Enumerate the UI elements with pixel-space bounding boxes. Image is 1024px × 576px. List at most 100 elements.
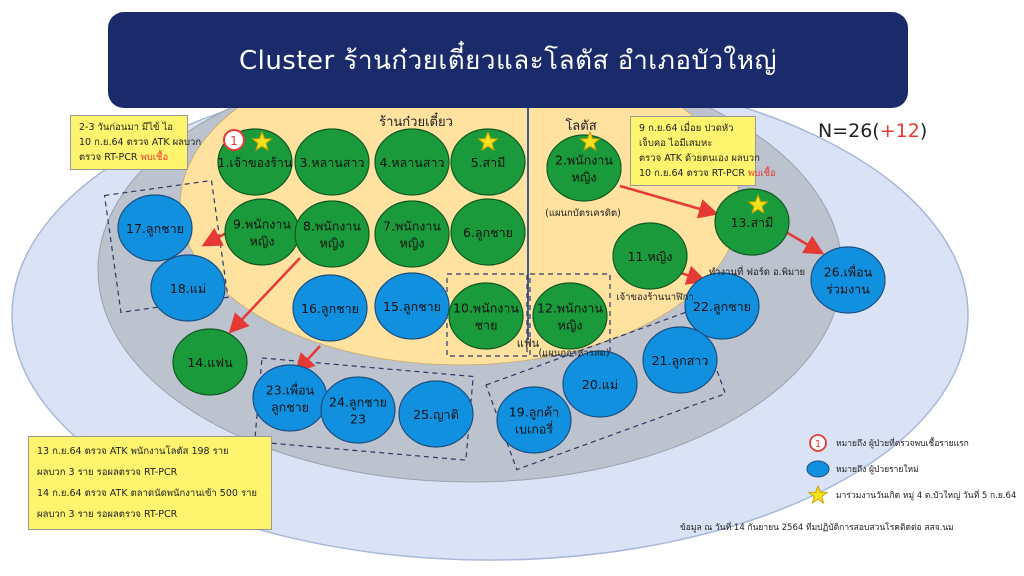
arrow-13-to-26	[785, 230, 825, 255]
note-line: 9 ก.ย.64 เมื่อย ปวดหัว	[639, 123, 734, 134]
case-node-circle	[374, 272, 450, 340]
group-12	[529, 273, 611, 357]
source-note: ข้อมูล ณ วันที่ 14 กันยายน 2564 ทีมปฏิบั…	[680, 523, 954, 533]
case-node-label: 2.พนักงาน	[555, 153, 613, 168]
case-node-circle	[642, 326, 718, 394]
case-node-label: 5.สามี	[471, 155, 506, 170]
case-node-label: 15.ลูกชาย	[383, 299, 441, 315]
note-top-left: 2-3 วันก่อนมา มีไข้ ไอ 10 ก.ย.64 ตรวจ AT…	[70, 115, 202, 170]
note-line: ผลบวก 3 ราย รอผลตรวจ RT-PCR	[37, 467, 178, 478]
note-line: 10 ก.ย.64 ตรวจ RT-PCR พบเชื้อ	[639, 168, 776, 179]
case-node-label: 23.เพื่อน	[266, 382, 315, 398]
case-node-label: 7.พนักงาน	[383, 219, 441, 234]
case-node-label: 14.แฟน	[187, 355, 233, 370]
case-node-label: หญิง	[400, 236, 425, 251]
case-node-circle	[810, 246, 886, 314]
case-node-label: 26.เพื่อน	[824, 264, 873, 280]
case-node-label: 3.หลานสาว	[299, 155, 364, 170]
case-node: 18.แม่	[150, 254, 226, 322]
case-node-label: 11.หญิง	[628, 249, 673, 264]
legend-new-case-text: หมายถึง ผู้ป่วยรายใหม่	[836, 465, 919, 475]
stars-layer	[251, 130, 769, 215]
case-node-label: หญิง	[320, 236, 345, 251]
case-node-circle	[684, 272, 760, 340]
case-node-circle	[224, 198, 300, 266]
case-node-circle	[612, 222, 688, 290]
note-line: 13 ก.ย.64 ตรวจ ATK พนักงานโลตัส 198 ราย	[37, 446, 229, 457]
case-node-circle	[252, 364, 328, 432]
case-node-circle	[150, 254, 226, 322]
case-node-circle	[496, 386, 572, 454]
case-node-label: หญิง	[558, 318, 583, 333]
arrow-8-to-14	[228, 257, 301, 334]
note-line: เจ็บคอ ไอมีเสมหะ	[639, 138, 713, 149]
case-node-label: 23	[350, 412, 366, 427]
case-node-circle	[292, 274, 368, 342]
note-line: 10 ก.ย.64 ตรวจ ATK ผลบวก	[79, 137, 202, 148]
legend-row-new-case: หมายถึง ผู้ป่วยรายใหม่	[806, 456, 1016, 482]
case-node-label: 1.เจ้าของร้าน	[218, 155, 293, 170]
sublabel-ford: ทำงานที่ ฟอร์ด อ.พิมาย	[709, 265, 805, 278]
page-title: Cluster ร้านก๋วยเตี๋ยวและโลตัส อำเภอบัวใ…	[238, 45, 778, 76]
first-case-marker	[223, 129, 245, 151]
case-node-circle	[450, 128, 526, 196]
sublabel-fresh-food: (แผนกอาหารสด)	[538, 348, 609, 359]
zone-label-lotus: โลตัส	[565, 118, 596, 134]
zone-label-noodle: ร้านก๋วยเตี๋ยว	[379, 112, 453, 130]
case-node-label: หญิง	[572, 170, 597, 185]
zone-label-fan: แฟน	[517, 337, 540, 350]
case-node: 21.ลูกสาว	[642, 326, 718, 394]
case-node-circle	[294, 128, 370, 196]
case-node: 17.ลูกชาย	[117, 194, 193, 262]
note-line: 2-3 วันก่อนมา มีไข้ ไอ	[79, 122, 173, 133]
legend-row-event: มาร่วมงานวันเกิด หมู่ 4 ต.บัวใหญ่ วันที่…	[806, 482, 1016, 508]
star-icon	[747, 193, 769, 215]
first-case-icon: 1	[806, 433, 830, 453]
case-node-label: 19.ลูกค้า	[509, 405, 560, 421]
case-node-label: 10.พนักงาน	[453, 301, 519, 316]
case-node-circle	[448, 282, 524, 350]
case-node: 5.สามี	[450, 128, 526, 196]
case-node-label: 4.หลานสาว	[379, 155, 444, 170]
star-icon	[806, 485, 830, 505]
case-node-label: 13.สามี	[731, 215, 774, 230]
case-node-label: 21.ลูกสาว	[652, 353, 709, 369]
case-node-circle	[117, 194, 193, 262]
case-node-label: 9.พนักงาน	[233, 217, 291, 232]
case-node-circle	[714, 188, 790, 256]
title-banner: Cluster ร้านก๋วยเตี๋ยวและโลตัส อำเภอบัวใ…	[108, 12, 908, 108]
case-node: 20.แม่	[562, 350, 638, 418]
case-node-label: ชาย	[475, 318, 498, 333]
case-node-label: 16.ลูกชาย	[301, 301, 359, 317]
case-node-label: หญิง	[250, 234, 275, 249]
case-node-circle	[374, 128, 450, 196]
case-node-label: 18.แม่	[170, 281, 206, 296]
sublabel-credit-dept: (แผนกบัตรเครดิต)	[545, 208, 621, 219]
case-node-label: 12.พนักงาน	[537, 301, 603, 316]
case-count: N=26(+12)	[818, 120, 927, 142]
sublabel-watch-shop: เจ้าของร้านนาฬิกา	[616, 292, 693, 303]
star-icon	[251, 130, 273, 152]
case-node-label: 20.แม่	[582, 377, 618, 392]
case-node: 6.ลูกชาย	[450, 198, 526, 266]
case-node-label: 6.ลูกชาย	[463, 225, 513, 241]
case-node-label: 22.ลูกชาย	[693, 299, 751, 315]
case-node-circle	[172, 328, 248, 396]
note-top-right: 9 ก.ย.64 เมื่อย ปวดหัว เจ็บคอ ไอมีเสมหะ …	[630, 116, 776, 186]
case-count-close: )	[919, 120, 928, 142]
case-node-circle	[398, 380, 474, 448]
legend-event-text: มาร่วมงานวันเกิด หมู่ 4 ต.บัวใหญ่ วันที่…	[836, 491, 1017, 501]
svg-text:1: 1	[815, 439, 821, 450]
case-node-label: 8.พนักงาน	[303, 219, 361, 234]
case-node-label: 24.ลูกชาย	[329, 395, 387, 411]
legend-row-first-case: 1 หมายถึง ผู้ป่วยที่ตรวจพบเชื้อรายแรก	[806, 430, 1016, 456]
case-node: 16.ลูกชาย	[292, 274, 368, 342]
case-node-circle	[450, 198, 526, 266]
